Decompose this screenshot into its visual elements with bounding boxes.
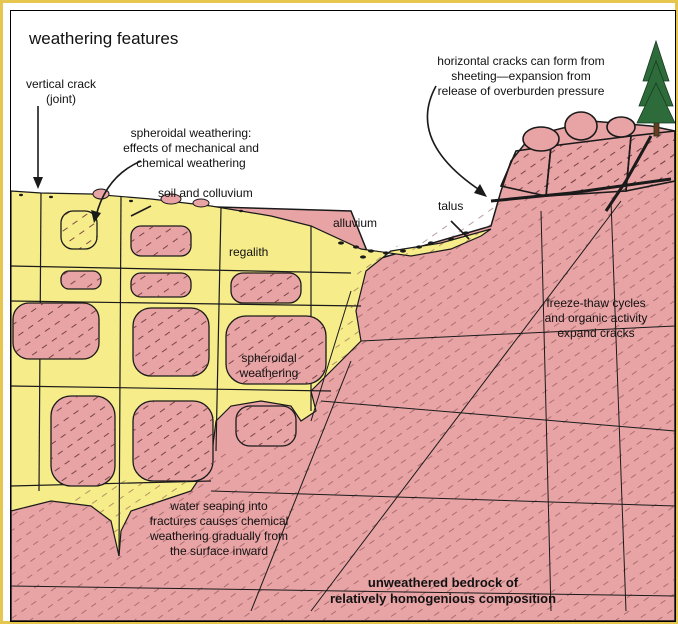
label-line: effects of mechanical and [123,141,259,155]
cliff-blocks [499,111,675,197]
label-line: fractures causes chemical [149,514,289,528]
label-line: weathering [239,366,299,380]
label-line: horizontal cracks can form from [437,54,605,68]
pointer-arrows [37,85,482,240]
label-line: freeze-thaw cycles [546,296,646,310]
label-freeze-thaw: freeze-thaw cycles and organic activity … [536,296,656,341]
label-spheroidal-mid: spheroidal weathering [229,351,309,381]
label-line: and organic activity [544,311,648,325]
label-alluvium: alluvium [333,216,378,230]
label-soil: soil and colluvium [158,186,253,200]
label-line: water seaping into [170,499,268,513]
boulder [60,210,98,250]
label-line: weathering gradually from [149,529,289,543]
label-vertical-crack: vertical crack (joint) [21,77,101,107]
diagram-canvas: weathering features vertical crack (join… [10,10,676,622]
weathering-cross-section [11,39,675,621]
label-line: expand cracks [557,326,635,340]
label-line: release of overburden pressure [437,84,605,98]
label-line: (joint) [45,92,76,106]
label-regalith: regalith [229,245,269,259]
label-line: spheroidal weathering: [130,126,252,140]
label-line: chemical weathering [136,156,246,170]
label-line: relatively homogenious composition [329,591,557,606]
label-spheroidal-top: spheroidal weathering: effects of mechan… [111,126,271,171]
label-line: vertical crack [25,77,96,91]
label-line: spheroidal [241,351,297,365]
label-horizontal-cracks: horizontal cracks can form from sheeting… [416,54,626,99]
label-talus: talus [438,199,464,213]
label-bedrock: unweathered bedrock of relatively homoge… [323,575,563,607]
label-water-seeping: water seaping into fractures causes chem… [139,499,299,559]
label-line: sheeting—expansion from [451,69,591,83]
label-line: the surface inward [169,544,269,558]
pine-tree [636,39,675,137]
bedrock-fractures [11,200,675,612]
diagram-title: weathering features [29,29,179,48]
alluvium-gravel [19,193,469,259]
label-line: unweathered bedrock of [367,575,519,590]
